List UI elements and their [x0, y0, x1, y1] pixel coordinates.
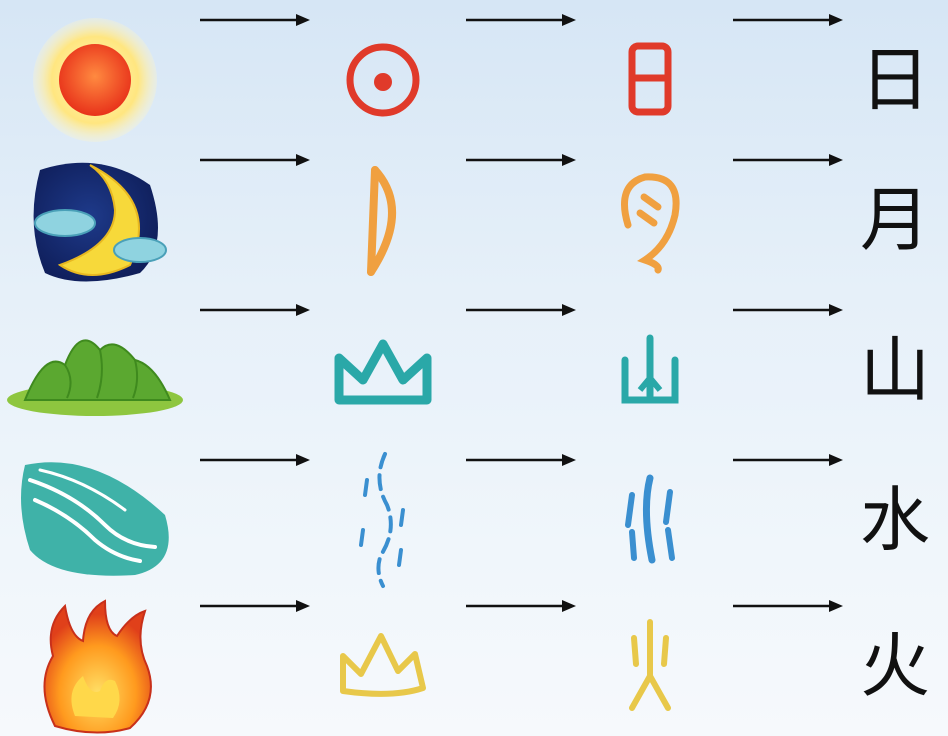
moon-oracle-glyph: [318, 150, 448, 290]
fire-oracle-glyph: [318, 596, 448, 736]
character-text: 山: [860, 335, 930, 405]
sun-oracle-glyph: [318, 10, 448, 150]
arrow-right-icon: [466, 10, 576, 30]
fire-seal-glyph: [585, 596, 715, 736]
mountain-seal-glyph: [585, 300, 715, 440]
row-sun: 日: [0, 10, 948, 150]
mountain-picture: [0, 300, 190, 440]
arrow-right-icon: [200, 150, 310, 170]
arrow-right-icon: [733, 10, 843, 30]
sun-icon: [30, 15, 160, 145]
arrow-right-icon: [466, 150, 576, 170]
arrow-right-icon: [733, 300, 843, 320]
character-text: 水: [860, 485, 930, 555]
mountain-oracle-glyph: [318, 300, 448, 440]
arrow-right-icon: [200, 450, 310, 470]
arrow-right-icon: [466, 450, 576, 470]
character-sun: 日: [845, 10, 945, 150]
water-oracle-glyph: [318, 450, 448, 590]
arrow-right-icon: [733, 150, 843, 170]
moon-picture: [0, 150, 190, 290]
row-fire: 火: [0, 596, 948, 736]
water-picture: [0, 450, 190, 590]
arrow-right-icon: [466, 300, 576, 320]
arrow-right-icon: [200, 10, 310, 30]
character-water: 水: [845, 450, 945, 590]
row-water: 水: [0, 450, 948, 590]
moon-seal-glyph: [585, 150, 715, 290]
character-mountain: 山: [845, 300, 945, 440]
sun-picture: [0, 10, 190, 150]
character-text: 日: [860, 45, 930, 115]
arrow-right-icon: [200, 300, 310, 320]
mountain-icon: [5, 320, 185, 420]
water-seal-glyph: [585, 450, 715, 590]
arrow-right-icon: [200, 596, 310, 616]
arrow-right-icon: [466, 596, 576, 616]
character-text: 月: [860, 185, 930, 255]
character-moon: 月: [845, 150, 945, 290]
arrow-right-icon: [733, 450, 843, 470]
moon-icon: [20, 155, 170, 285]
sun-seal-glyph: [585, 10, 715, 150]
arrow-right-icon: [733, 596, 843, 616]
fire-picture: [0, 596, 190, 736]
row-moon: 月: [0, 150, 948, 290]
character-fire: 火: [845, 596, 945, 736]
character-text: 火: [860, 631, 930, 701]
row-mountain: 山: [0, 300, 948, 440]
water-icon: [15, 455, 175, 585]
fire-icon: [35, 596, 155, 736]
